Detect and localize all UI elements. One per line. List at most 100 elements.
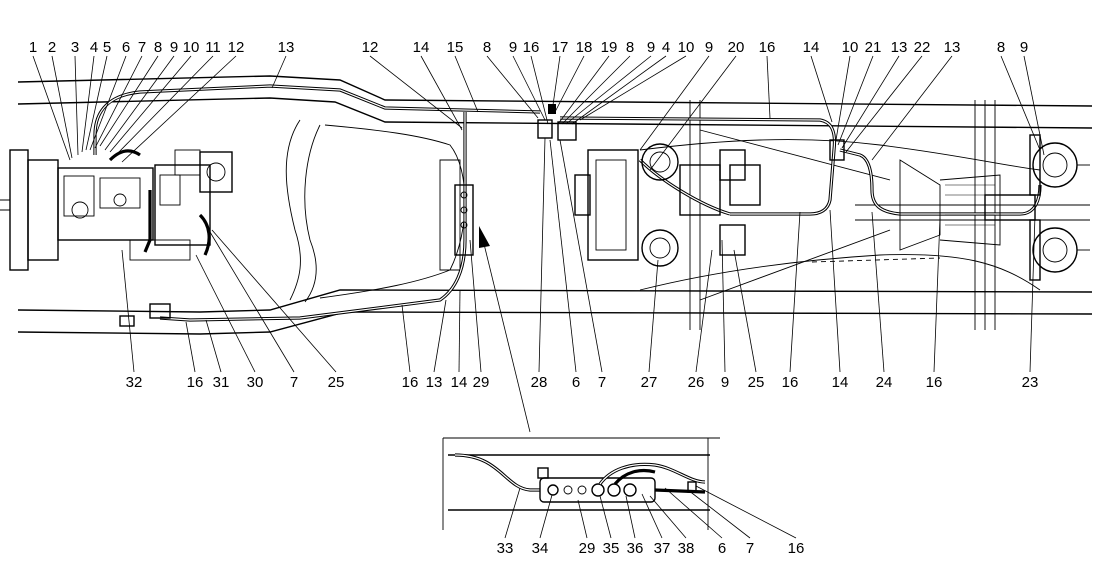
leader-line <box>845 55 923 153</box>
leader-line <box>504 487 521 539</box>
callout-label: 25 <box>748 374 765 391</box>
callout-label: 8 <box>997 39 1005 56</box>
leader-line <box>109 55 192 153</box>
callout-label: 14 <box>803 39 820 56</box>
leader-line <box>565 55 652 125</box>
leader-line <box>649 55 737 171</box>
callout-label: 16 <box>788 540 805 557</box>
leader-line <box>871 211 885 373</box>
leader-line <box>559 139 603 373</box>
leader-line <box>420 55 463 131</box>
leader-line <box>121 249 135 373</box>
callout-label: 13 <box>278 39 295 56</box>
inset-detail <box>442 437 720 530</box>
leader-line <box>81 55 95 153</box>
callout-label: 9 <box>705 39 713 56</box>
callout-label: 38 <box>678 540 695 557</box>
callout-label: 16 <box>523 39 540 56</box>
callout-label: 16 <box>926 374 943 391</box>
leader-line <box>695 485 797 539</box>
callout-label: 23 <box>1022 374 1039 391</box>
leader-line <box>639 55 710 151</box>
pointer-arrow <box>479 226 531 433</box>
callout-label: 4 <box>662 39 670 56</box>
leader-line <box>209 231 295 373</box>
leader-line <box>89 55 127 151</box>
leader-line <box>599 495 612 539</box>
leader-line <box>369 55 463 129</box>
rear-axle-assembly <box>574 143 1036 267</box>
callout-label: 19 <box>601 39 618 56</box>
leader-line <box>115 55 214 156</box>
callout-label: 14 <box>451 374 468 391</box>
callout-label: 13 <box>426 374 443 391</box>
callout-label: 10 <box>842 39 859 56</box>
callout-label: 9 <box>647 39 655 56</box>
leader-line <box>512 55 546 121</box>
callout-label: 7 <box>598 374 606 391</box>
callout-label: 9 <box>170 39 178 56</box>
leader-line <box>433 299 447 373</box>
leader-line <box>74 55 79 156</box>
callout-label: 5 <box>103 39 111 56</box>
callout-label: 35 <box>603 540 620 557</box>
callout-label: 32 <box>126 374 143 391</box>
leader-line <box>549 139 577 373</box>
callout-label: 11 <box>205 39 221 56</box>
callout-label: 8 <box>154 39 162 56</box>
callout-label: 6 <box>718 540 726 557</box>
callout-label: 18 <box>576 39 593 56</box>
callout-label: 20 <box>728 39 745 56</box>
leader-line <box>561 55 631 125</box>
callout-label: 31 <box>213 374 230 391</box>
callout-label: 2 <box>48 39 56 56</box>
brake-pipes <box>93 84 1042 322</box>
callout-label: 7 <box>290 374 298 391</box>
leader-line <box>530 55 549 125</box>
callout-label: 29 <box>579 540 596 557</box>
callout-label: 36 <box>627 540 644 557</box>
callout-label: 13 <box>891 39 908 56</box>
callout-label: 25 <box>328 374 345 391</box>
callout-label: 30 <box>247 374 264 391</box>
leader-line <box>539 494 553 539</box>
leader-line <box>538 137 546 373</box>
callout-label: 9 <box>509 39 517 56</box>
leader-line <box>554 55 585 113</box>
leader-line <box>789 211 801 373</box>
callout-label: 7 <box>138 39 146 56</box>
leader-line <box>1000 55 1041 151</box>
leader-lines <box>32 55 1045 539</box>
leader-line <box>664 487 723 539</box>
callout-label: 4 <box>90 39 98 56</box>
callout-label: 8 <box>626 39 634 56</box>
leader-line <box>721 239 726 373</box>
leader-line <box>458 289 461 373</box>
callout-label: 28 <box>531 374 548 391</box>
callout-label: 9 <box>721 374 729 391</box>
callout-label: 16 <box>187 374 204 391</box>
leader-line <box>571 55 667 125</box>
leader-line <box>648 259 659 373</box>
leader-line <box>841 55 900 149</box>
leader-line <box>185 321 196 373</box>
callout-label: 13 <box>944 39 961 56</box>
leader-line <box>733 249 757 373</box>
callout-label: 10 <box>183 39 200 56</box>
leader-line <box>205 319 222 373</box>
callout-label: 14 <box>413 39 430 56</box>
leader-line <box>933 217 941 373</box>
leader-line <box>401 304 411 373</box>
callout-label: 22 <box>914 39 931 56</box>
leader-line <box>51 55 73 159</box>
callout-label: 8 <box>483 39 491 56</box>
leader-line <box>837 55 874 146</box>
leader-line <box>551 55 561 113</box>
callout-label: 6 <box>572 374 580 391</box>
leader-line <box>557 55 610 125</box>
leader-line <box>469 239 482 373</box>
leader-line <box>32 55 71 161</box>
leader-line <box>104 55 175 151</box>
